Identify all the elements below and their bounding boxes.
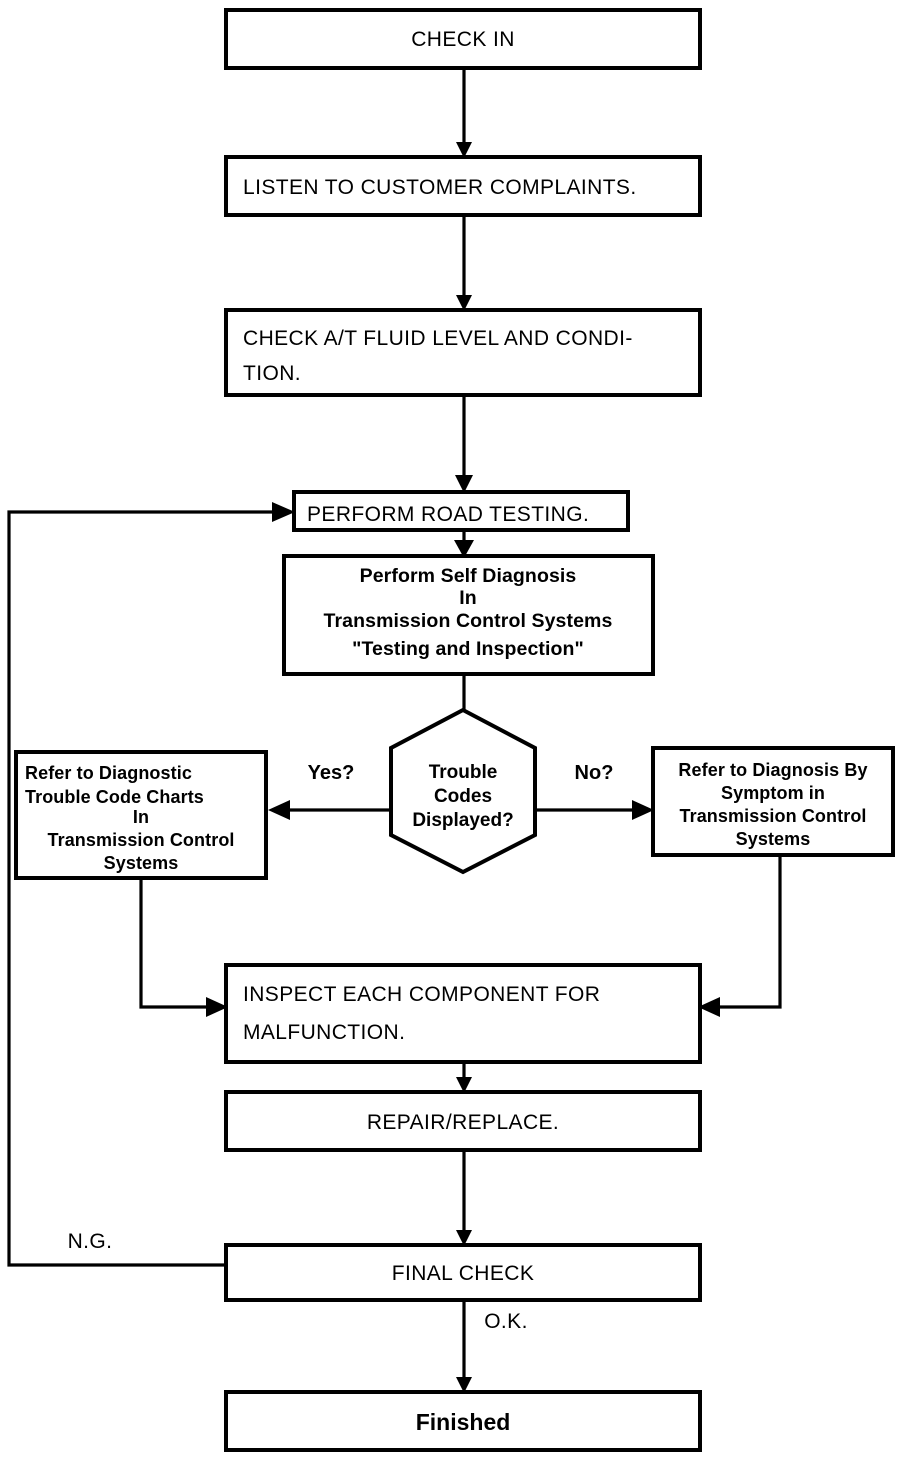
connector-refersymptom-to-inspect (698, 855, 782, 1017)
node-finished[interactable]: Finished (224, 1390, 702, 1452)
node-check-in[interactable]: CHECK IN (224, 8, 702, 70)
connector-referdtc-to-inspect (139, 878, 228, 1017)
connector-listen-to-fluid (456, 215, 472, 311)
node-self-diagnosis-line2: In (459, 587, 477, 609)
node-check-in-label: CHECK IN (411, 28, 515, 51)
edge-label-ng: N.G. (68, 1230, 113, 1253)
node-self-diagnosis[interactable]: Perform Self Diagnosis In Transmission C… (282, 554, 655, 676)
connector-decision-yes (268, 800, 391, 820)
node-refer-dtc-line5: Systems (104, 853, 179, 873)
node-finished-label: Finished (416, 1409, 511, 1435)
connector-finalcheck-to-finished (456, 1300, 472, 1393)
node-listen-complaints[interactable]: LISTEN TO CUSTOMER COMPLAINTS. (224, 155, 702, 217)
node-refer-diagnosis-symptom[interactable]: Refer to Diagnosis By Symptom in Transmi… (651, 746, 895, 857)
node-self-diagnosis-line4: "Testing and Inspection" (352, 638, 584, 660)
node-final-check-label: FINAL CHECK (392, 1262, 534, 1285)
edge-label-yes: Yes? (308, 762, 355, 784)
edge-label-no: No? (575, 762, 614, 784)
node-check-fluid-line1: CHECK A/T FLUID LEVEL AND CONDI- (243, 327, 633, 350)
node-refer-symptom-line1: Refer to Diagnosis By (678, 760, 867, 780)
node-road-testing-label: PERFORM ROAD TESTING. (307, 503, 589, 526)
connector-fluid-to-roadtest (455, 395, 473, 493)
node-listen-complaints-label: LISTEN TO CUSTOMER COMPLAINTS. (243, 176, 637, 199)
node-decision-line3: Displayed? (412, 810, 513, 831)
node-refer-dtc-line3: In (133, 807, 149, 827)
node-repair-replace-label: REPAIR/REPLACE. (367, 1111, 559, 1134)
node-repair-replace[interactable]: REPAIR/REPLACE. (224, 1090, 702, 1152)
node-decision-line2: Codes (434, 786, 492, 807)
node-inspect-line1: INSPECT EACH COMPONENT FOR (243, 983, 600, 1006)
node-self-diagnosis-line3: Transmission Control Systems (324, 610, 613, 632)
node-road-testing[interactable]: PERFORM ROAD TESTING. (292, 490, 630, 532)
connector-finalcheck-ng-feedback (7, 502, 295, 1267)
node-inspect-component[interactable]: INSPECT EACH COMPONENT FOR MALFUNCTION. (224, 963, 702, 1064)
node-self-diagnosis-line1: Perform Self Diagnosis (360, 565, 577, 587)
connector-checkin-to-listen (456, 68, 472, 158)
connector-inspect-to-repair (456, 1062, 472, 1093)
node-refer-dtc-charts[interactable]: Refer to Diagnostic Trouble Code Charts … (14, 750, 268, 880)
node-decision-trouble-codes[interactable]: Trouble Codes Displayed? (389, 707, 537, 875)
node-refer-symptom-line4: Systems (736, 829, 811, 849)
node-refer-dtc-line4: Transmission Control (47, 830, 234, 850)
node-check-fluid-line2: TION. (243, 362, 301, 385)
node-refer-dtc-line2: Trouble Code Charts (25, 787, 204, 807)
node-final-check[interactable]: FINAL CHECK (224, 1243, 702, 1302)
edge-label-ok: O.K. (484, 1310, 528, 1333)
node-decision-line1: Trouble (429, 762, 498, 783)
connector-decision-no (535, 800, 654, 820)
node-refer-symptom-line2: Symptom in (721, 783, 825, 803)
connector-repair-to-finalcheck (456, 1150, 472, 1246)
connector-roadtest-to-selfdiag (454, 530, 474, 558)
node-check-fluid[interactable]: CHECK A/T FLUID LEVEL AND CONDI- TION. (224, 308, 702, 397)
node-refer-dtc-line1: Refer to Diagnostic (25, 763, 192, 783)
node-refer-symptom-line3: Transmission Control (679, 806, 866, 826)
node-inspect-line2: MALFUNCTION. (243, 1021, 405, 1044)
